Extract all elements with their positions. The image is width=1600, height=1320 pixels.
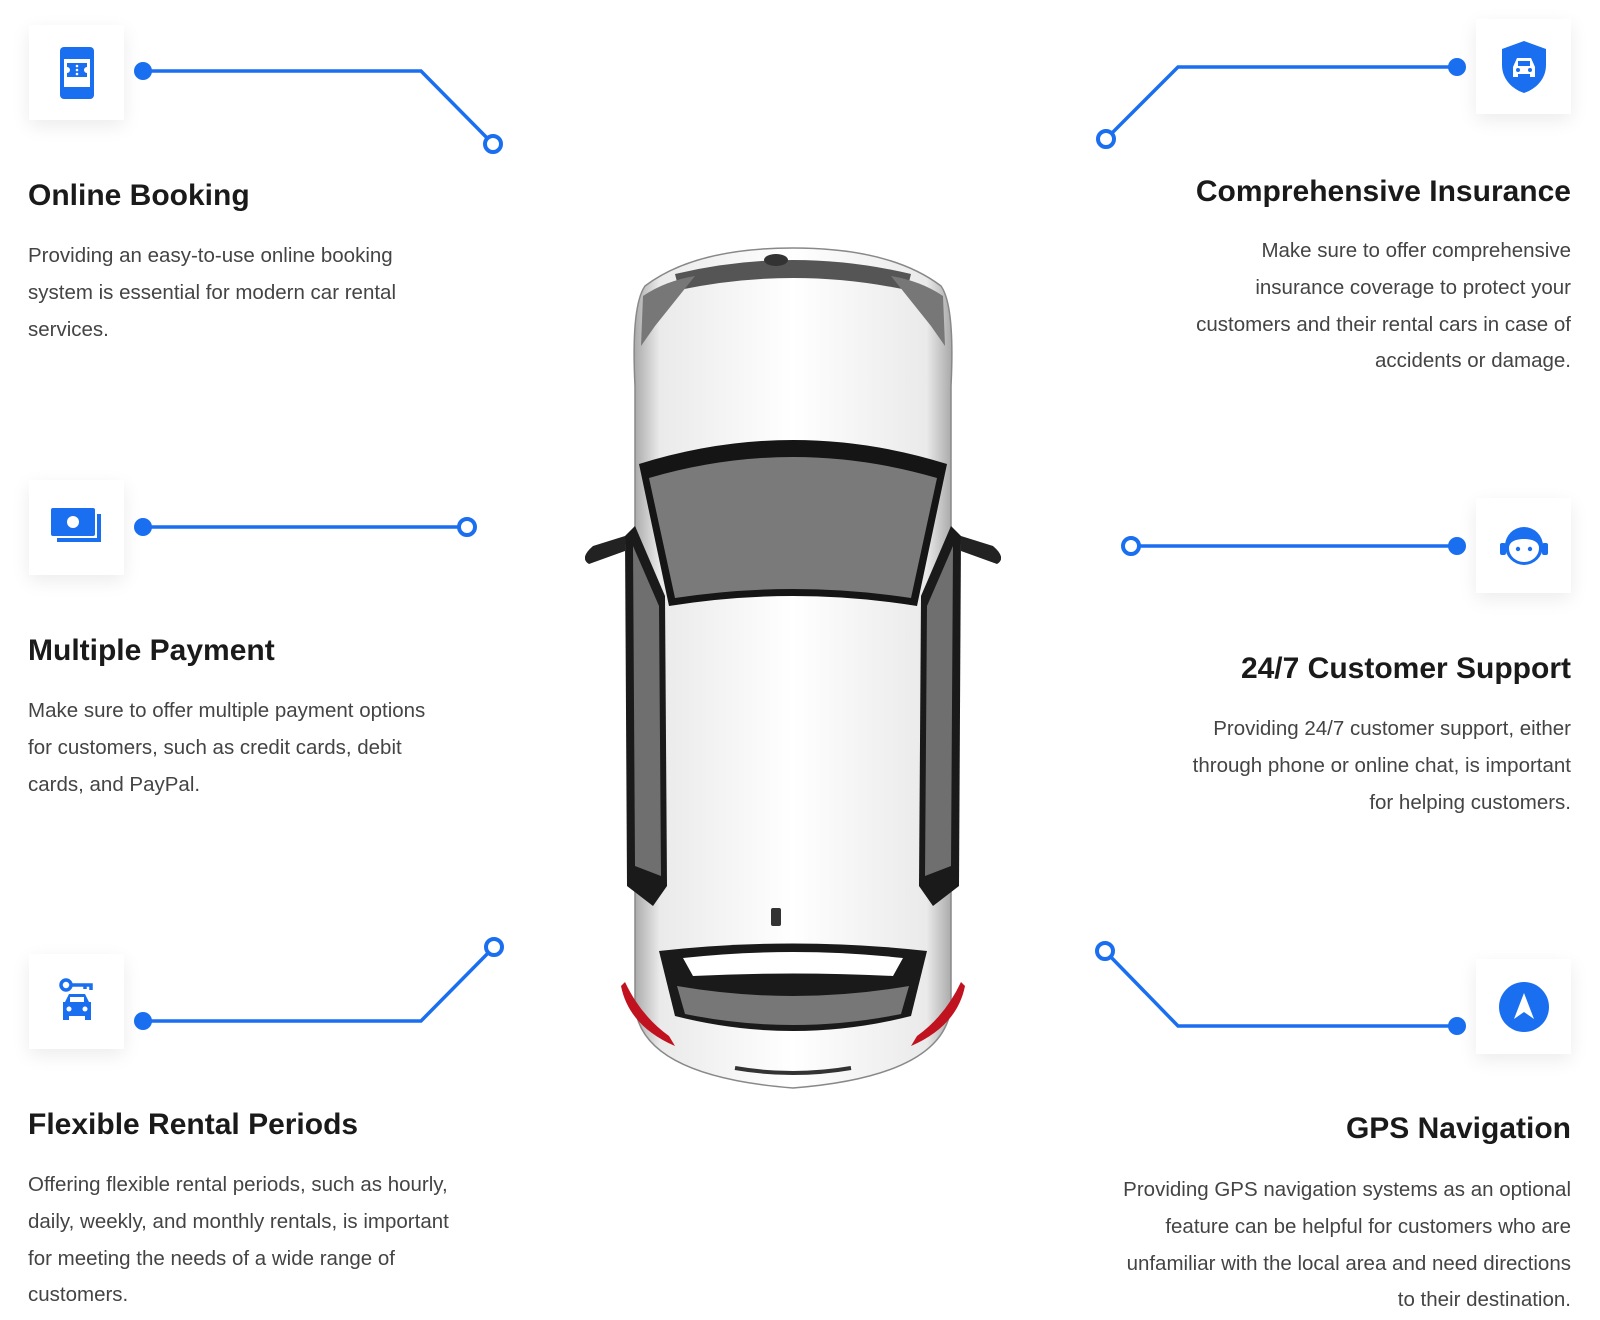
car-key-icon: [58, 977, 93, 1020]
shield-car-icon: [1501, 40, 1546, 93]
feature-title: GPS Navigation: [1345, 1112, 1571, 1145]
support-agent-icon: [1499, 526, 1548, 565]
online-booking-icon-box: [29, 25, 124, 120]
feature-title: Comprehensive Insurance: [1195, 175, 1571, 208]
mobile-ticket-icon: [59, 46, 94, 99]
multiple-payment-icon-box: [29, 480, 124, 575]
feature-description: Providing GPS navigation systems as an o…: [1123, 1178, 1571, 1312]
gps-icon-box: [1476, 959, 1571, 1054]
feature-description: Offering flexible rental periods, such a…: [28, 1173, 449, 1307]
feature-title: Online Booking: [28, 179, 250, 212]
feature-description: Make sure to offer multiple payment opti…: [28, 699, 426, 796]
payment-cards-icon: [50, 507, 101, 542]
support-icon-box: [1476, 498, 1571, 593]
feature-title: 24/7 Customer Support: [1240, 652, 1571, 685]
flexible-rental-icon-box: [29, 954, 124, 1049]
car-top-view-image: [585, 247, 1001, 1089]
insurance-icon-box: [1476, 19, 1571, 114]
feature-title: Flexible Rental Periods: [28, 1108, 359, 1141]
feature-title: Multiple Payment: [28, 634, 275, 667]
navigation-arrow-icon: [1498, 981, 1549, 1032]
